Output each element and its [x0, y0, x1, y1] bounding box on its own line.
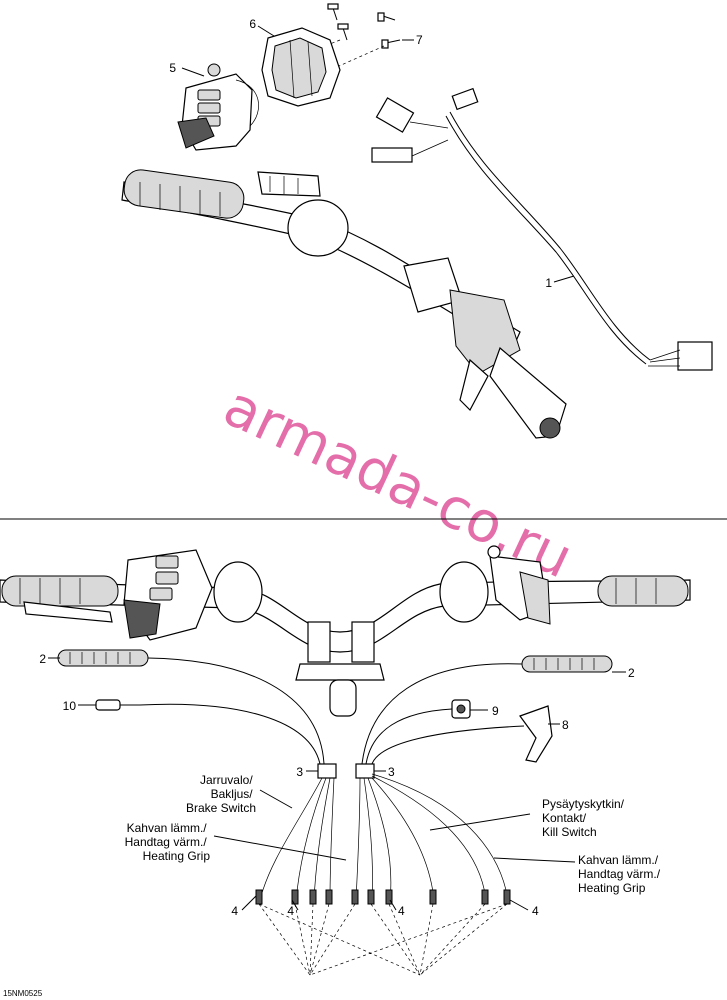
callout-8: 8 — [562, 718, 569, 732]
callout-3-right: 3 — [388, 765, 395, 779]
switch-housing-cover — [261, 27, 341, 107]
callout-4-b: 4 — [287, 904, 294, 918]
callout-6: 6 — [249, 17, 256, 31]
label-heating-grip-right: Kahvan lämm./ Handtag värm./ Heating Gri… — [578, 853, 663, 895]
top-exploded-view — [121, 3, 713, 439]
wiring-harness — [371, 87, 713, 371]
label-kill-switch: Pysäytyskytkin/ Kontakt/ Kill Switch — [542, 797, 627, 839]
callout-2-right: 2 — [628, 666, 635, 680]
callout-5: 5 — [169, 61, 176, 75]
callout-10: 10 — [63, 699, 77, 713]
callout-4-d: 4 — [532, 904, 539, 918]
callout-4-c: 4 — [398, 904, 405, 918]
terminal-connectors — [255, 889, 511, 905]
callout-3-left: 3 — [296, 765, 303, 779]
figure-code: 15NM0525 — [3, 989, 43, 998]
callout-7: 7 — [416, 33, 423, 47]
callout-4-a: 4 — [231, 904, 238, 918]
handlebar — [121, 169, 567, 439]
callout-9: 9 — [492, 704, 499, 718]
callout-1: 1 — [545, 276, 552, 290]
left-switch-assembly — [177, 63, 259, 151]
callout-2-left: 2 — [39, 652, 46, 666]
label-brake-switch: Jarruvalo/ Bakljus/ Brake Switch — [186, 773, 256, 815]
label-heating-grip-left: Kahvan lämm./ Handtag värm./ Heating Gri… — [125, 821, 211, 863]
bottom-assembly-view — [0, 545, 691, 976]
